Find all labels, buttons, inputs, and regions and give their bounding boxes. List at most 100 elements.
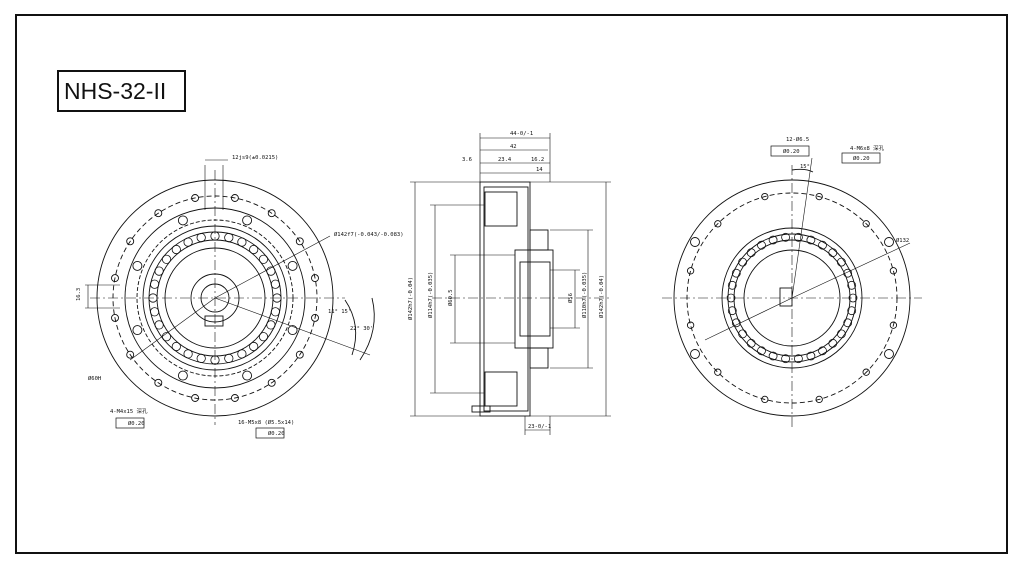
front-dim-16-3-label: 16.3 (76, 288, 82, 301)
front-hole-16-m5-tol: Ø0.20 (268, 430, 285, 437)
bolt-hole (714, 368, 722, 376)
roller (727, 280, 737, 290)
tapped-hole (690, 349, 700, 359)
roller (258, 254, 269, 264)
bolt-hole (111, 313, 119, 322)
mounting-hole (177, 215, 188, 226)
roller (843, 268, 853, 278)
roller (768, 235, 778, 245)
bolt-hole (267, 209, 276, 218)
roller (154, 266, 164, 276)
rear-hole-12-label: 12-Ø6.5 (786, 136, 809, 143)
roller (224, 233, 234, 243)
roller (828, 338, 838, 348)
roller (150, 307, 160, 317)
side-dim-3-6-label: 3.6 (462, 157, 472, 163)
rear-hole-4-m6-label: 4-M6x8 深孔 (850, 144, 885, 152)
roller (161, 254, 172, 264)
rear-angle-15-label: 15° (800, 164, 810, 170)
bolt-hole (311, 313, 319, 322)
mounting-hole (287, 325, 298, 336)
mounting-hole (132, 260, 143, 271)
bolt-hole (862, 220, 870, 228)
bolt-hole (761, 395, 769, 404)
side-total-44-label: 44-0/-1 (510, 131, 533, 137)
side-dia-60-5-label: Ø60.5 (447, 289, 454, 306)
bolt-hole (714, 220, 722, 228)
bolt-hole (154, 209, 163, 218)
roller (794, 354, 803, 364)
bolt-hole (111, 274, 119, 283)
roller (183, 349, 193, 359)
bolt-hole (126, 237, 135, 246)
roller (210, 355, 220, 365)
roller (806, 235, 816, 245)
roller (727, 306, 737, 316)
side-dia-110-label: Ø110h7(-0.035) (581, 272, 588, 318)
roller (249, 244, 259, 255)
side-dia-outer-label: Ø142h7(-0.04) (407, 277, 414, 320)
roller (196, 353, 206, 363)
front-view (85, 159, 375, 425)
bolt-hole (862, 368, 870, 376)
rear-dia-132-label: Ø132 (896, 237, 909, 244)
roller (757, 346, 766, 356)
roller (237, 237, 247, 247)
side-dim-23-label: 23-0/-1 (528, 424, 551, 430)
roller (828, 248, 838, 258)
roller (781, 354, 790, 364)
roller (161, 332, 172, 342)
front-angle-11-label: 11° 15' (328, 309, 351, 315)
rear-hole-4-m6-tol: Ø0.20 (853, 155, 870, 162)
side-dia-114-label: Ø114h7(-0.035) (427, 272, 434, 318)
roller (847, 306, 857, 316)
front-hole-16-m5-label: 16-M5x8 (Ø5.5x14) (238, 419, 294, 426)
roller (270, 279, 280, 289)
side-view (410, 133, 611, 435)
roller (266, 266, 276, 276)
bolt-hole (230, 194, 239, 202)
roller (731, 268, 741, 278)
roller (154, 320, 164, 330)
front-hole-4-m4-label: 4-M4x15 深孔 (110, 407, 148, 415)
roller (738, 329, 747, 339)
bolt-hole (154, 378, 163, 387)
bolt-hole (295, 350, 304, 359)
roller (148, 293, 158, 303)
bolt-hole (191, 394, 200, 402)
model-title: NHS-32-II (57, 70, 186, 112)
roller (150, 279, 160, 289)
roller (258, 332, 269, 342)
mounting-hole (242, 215, 253, 226)
roller (731, 318, 741, 328)
roller (266, 320, 276, 330)
roller (757, 240, 766, 250)
roller (818, 240, 827, 250)
roller (171, 244, 181, 255)
mounting-hole (287, 260, 298, 271)
front-dia-142-label: Ø142f7(-0.043/-0.083) (334, 231, 404, 238)
rear-view (662, 157, 922, 430)
side-dia-56-label: Ø56 (567, 293, 574, 303)
bolt-hole (126, 350, 135, 359)
front-hole-4-m4-tol: Ø0.20 (128, 420, 145, 427)
roller (837, 257, 846, 267)
roller (847, 280, 857, 290)
keyway-tolerance-label: 12js9(±0.0215) (232, 155, 278, 161)
bolt-hole (295, 237, 304, 246)
roller (746, 338, 756, 348)
tapped-hole (884, 349, 894, 359)
front-dia-60-label: Ø60H (88, 375, 101, 382)
roller (272, 293, 282, 303)
mounting-hole (177, 370, 188, 381)
roller (183, 237, 193, 247)
bolt-hole (267, 378, 276, 387)
roller (726, 293, 736, 303)
side-dim-16-2-label: 16.2 (531, 157, 544, 163)
bolt-hole (761, 192, 769, 201)
roller (249, 341, 259, 352)
rear-hole-12-tol: Ø0.20 (783, 148, 800, 155)
side-dim-42-label: 42 (510, 144, 517, 150)
roller (837, 329, 846, 339)
roller (843, 318, 853, 328)
